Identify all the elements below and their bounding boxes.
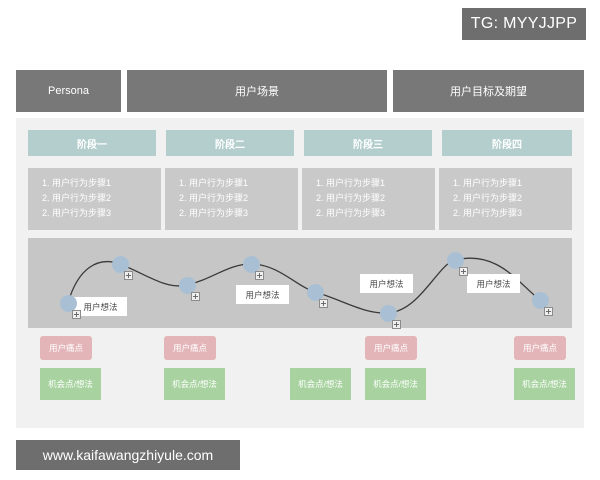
pain-point-box-1[interactable]: 用户痛点	[40, 336, 92, 360]
behavior-step-box-3[interactable]: 1. 用户行为步骤1 2. 用户行为步骤2 2. 用户行为步骤3	[302, 168, 435, 230]
behavior-step-line: 2. 用户行为步骤2	[42, 193, 112, 203]
pain-point-box-2[interactable]: 用户痛点	[164, 336, 216, 360]
behavior-step-line: 1. 用户行为步骤1	[179, 178, 249, 188]
opportunity-label: 机会点/想法	[373, 379, 418, 389]
thought-label-2[interactable]: 用户想法	[236, 285, 289, 304]
behavior-step-line: 2. 用户行为步骤3	[42, 208, 112, 218]
add-point-icon-8[interactable]	[544, 307, 553, 316]
add-point-icon-2[interactable]	[124, 271, 133, 280]
journey-point-1[interactable]	[60, 295, 77, 312]
behavior-step-box-4[interactable]: 1. 用户行为步骤1 2. 用户行为步骤2 2. 用户行为步骤3	[439, 168, 572, 230]
add-point-icon-3[interactable]	[191, 292, 200, 301]
tg-watermark-text: TG: MYYJJPP	[470, 15, 578, 32]
thought-label-1[interactable]: 用户想法	[74, 297, 127, 316]
header-user-goals: 用户目标及期望	[393, 70, 584, 112]
journey-map-card: 阶段一 阶段二 阶段三 阶段四 1. 用户行为步骤1 2. 用户行为步骤2 2. 用户行为…	[16, 118, 584, 428]
stage-chip-4[interactable]: 阶段四	[442, 130, 572, 156]
behavior-step-line: 1. 用户行为步骤1	[42, 178, 112, 188]
pain-point-label: 用户痛点	[172, 343, 207, 353]
stage-header-row: 阶段一 阶段二 阶段三 阶段四	[28, 130, 572, 156]
stage-chip-label: 阶段二	[215, 139, 245, 151]
thought-label-4[interactable]: 用户想法	[467, 274, 520, 293]
journey-point-5[interactable]	[307, 284, 324, 301]
add-point-icon-7[interactable]	[459, 267, 468, 276]
journey-point-8[interactable]	[532, 292, 549, 309]
stage-chip-label: 阶段四	[492, 139, 522, 151]
opportunity-box-1[interactable]: 机会点/想法	[40, 368, 101, 400]
tg-watermark-badge: TG: MYYJJPP	[462, 8, 586, 40]
header-persona-label: Persona	[48, 85, 89, 97]
site-watermark: www.kaifawangzhiyule.com	[16, 440, 240, 470]
behavior-step-line: 2. 用户行为步骤2	[179, 193, 249, 203]
thought-label-text: 用户想法	[83, 301, 118, 312]
site-watermark-text: www.kaifawangzhiyule.com	[42, 447, 214, 463]
behavior-step-box-1[interactable]: 1. 用户行为步骤1 2. 用户行为步骤2 2. 用户行为步骤3	[28, 168, 161, 230]
behavior-step-box-2[interactable]: 1. 用户行为步骤1 2. 用户行为步骤2 2. 用户行为步骤3	[165, 168, 298, 230]
header-persona: Persona	[16, 70, 121, 112]
stage-chip-2[interactable]: 阶段二	[166, 130, 294, 156]
opportunity-box-3[interactable]: 机会点/想法	[290, 368, 351, 400]
journey-point-4[interactable]	[243, 256, 260, 273]
thought-label-text: 用户想法	[245, 289, 280, 300]
behavior-step-line: 2. 用户行为步骤2	[316, 193, 386, 203]
stage-chip-3[interactable]: 阶段三	[304, 130, 432, 156]
journey-header-row: Persona 用户场景 用户目标及期望	[16, 70, 584, 112]
behavior-step-line: 2. 用户行为步骤3	[453, 208, 523, 218]
behavior-step-line: 2. 用户行为步骤3	[179, 208, 249, 218]
opportunity-box-2[interactable]: 机会点/想法	[164, 368, 225, 400]
journey-point-3[interactable]	[179, 277, 196, 294]
add-point-icon-6[interactable]	[392, 320, 401, 329]
add-point-icon-4[interactable]	[255, 271, 264, 280]
pain-point-label: 用户痛点	[48, 343, 83, 353]
header-user-scene: 用户场景	[127, 70, 387, 112]
pain-point-label: 用户痛点	[522, 343, 557, 353]
stage-chip-label: 阶段一	[77, 139, 107, 151]
thought-label-3[interactable]: 用户想法	[360, 274, 413, 293]
stage-chip-1[interactable]: 阶段一	[28, 130, 156, 156]
add-point-icon-5[interactable]	[319, 299, 328, 308]
thought-label-text: 用户想法	[369, 278, 404, 289]
behavior-step-line: 2. 用户行为步骤2	[453, 193, 523, 203]
header-user-scene-label: 用户场景	[235, 86, 279, 98]
opportunity-label: 机会点/想法	[522, 379, 567, 389]
header-user-goals-label: 用户目标及期望	[450, 86, 527, 98]
opportunity-label: 机会点/想法	[172, 379, 217, 389]
journey-point-2[interactable]	[112, 256, 129, 273]
opportunity-box-4[interactable]: 机会点/想法	[365, 368, 426, 400]
journey-point-6[interactable]	[380, 305, 397, 322]
behavior-step-line: 2. 用户行为步骤3	[316, 208, 386, 218]
stage-chip-label: 阶段三	[353, 139, 383, 151]
behavior-step-line: 1. 用户行为步骤1	[453, 178, 523, 188]
pain-point-box-4[interactable]: 用户痛点	[514, 336, 566, 360]
behavior-step-line: 1. 用户行为步骤1	[316, 178, 386, 188]
journey-point-7[interactable]	[447, 252, 464, 269]
pain-point-box-3[interactable]: 用户痛点	[365, 336, 417, 360]
thought-label-text: 用户想法	[476, 278, 511, 289]
opportunity-label: 机会点/想法	[48, 379, 93, 389]
pain-point-label: 用户痛点	[373, 343, 408, 353]
opportunity-box-5[interactable]: 机会点/想法	[514, 368, 575, 400]
opportunity-label: 机会点/想法	[298, 379, 343, 389]
emotion-curve-band: 用户想法用户想法用户想法用户想法	[28, 238, 572, 329]
add-point-icon-1[interactable]	[72, 310, 81, 319]
